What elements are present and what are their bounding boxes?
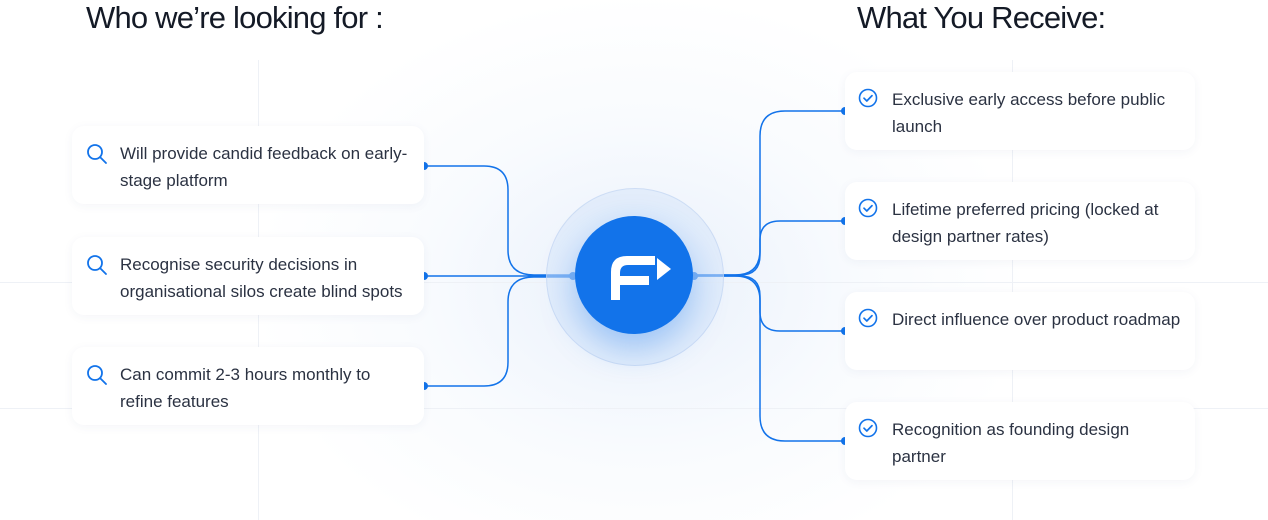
connector-right-2 — [693, 220, 845, 276]
criteria-text: Will provide candid feedback on early-st… — [120, 144, 408, 190]
criteria-card: Will provide candid feedback on early-st… — [72, 126, 424, 204]
benefit-text: Recognition as founding design partner — [892, 420, 1130, 466]
connector-right-1 — [693, 110, 845, 276]
benefit-card: Exclusive early access before public lau… — [845, 72, 1195, 150]
connector-left-3 — [424, 276, 575, 387]
benefit-text: Lifetime preferred pricing (locked at de… — [892, 200, 1159, 246]
connector-left-1 — [424, 165, 575, 276]
check-circle-icon — [858, 88, 878, 108]
check-circle-icon — [858, 198, 878, 218]
grid-line — [0, 408, 1268, 409]
criteria-text: Can commit 2-3 hours monthly to refine f… — [120, 365, 371, 411]
criteria-card: Recognise security decisions in organisa… — [72, 237, 424, 315]
criteria-text: Recognise security decisions in organisa… — [120, 255, 403, 301]
benefit-card: Lifetime preferred pricing (locked at de… — [845, 182, 1195, 260]
check-circle-icon — [858, 308, 878, 328]
benefit-card: Direct influence over product roadmap — [845, 292, 1195, 370]
benefit-text: Exclusive early access before public lau… — [892, 90, 1166, 136]
check-circle-icon — [858, 418, 878, 438]
grid-line — [1012, 60, 1013, 520]
connector-right-4 — [693, 275, 845, 442]
receive-heading: What You Receive: — [857, 0, 1106, 35]
brand-logo-icon — [611, 256, 671, 300]
looking-for-heading: Who we’re looking for : — [86, 0, 384, 35]
benefit-text: Direct influence over product roadmap — [892, 310, 1181, 329]
criteria-card: Can commit 2-3 hours monthly to refine f… — [72, 347, 424, 425]
search-icon — [86, 254, 107, 275]
benefit-card: Recognition as founding design partner — [845, 402, 1195, 480]
search-icon — [86, 364, 107, 385]
search-icon — [86, 143, 107, 164]
hub-logo — [575, 216, 693, 334]
